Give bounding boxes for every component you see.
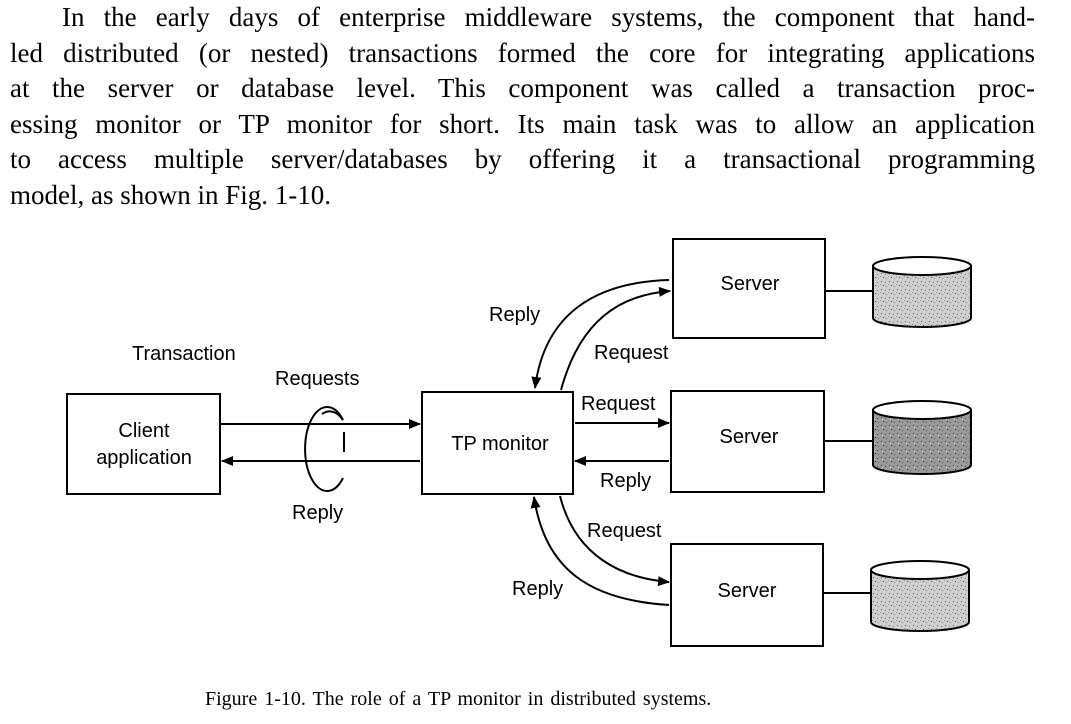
server-label: Server	[720, 426, 779, 448]
paragraph-line: led distributed (or nested) transactions…	[10, 37, 1035, 68]
client-application-box: Client application	[66, 393, 221, 495]
bottom-reply-label: Reply	[512, 578, 563, 600]
middle-reply-label: Reply	[600, 470, 651, 492]
database-icon	[823, 560, 970, 632]
server-box-middle: Server	[670, 390, 825, 493]
paragraph-line: to access multiple server/databases by o…	[10, 144, 1035, 174]
database-icon	[824, 400, 972, 475]
tp-monitor-label: TP monitor	[451, 433, 549, 455]
paragraph-line: In the early days of enterprise middlewa…	[62, 2, 1035, 32]
server-label: Server	[721, 273, 780, 295]
bottom-request-label: Request	[587, 520, 662, 542]
client-reply-label: Reply	[292, 502, 343, 524]
paragraph-line: model, as shown in Fig. 1-10.	[10, 179, 331, 210]
database-icon	[825, 256, 972, 328]
paragraph-line: essing monitor or TP monitor for short. …	[10, 108, 1035, 139]
server-box-bottom: Server	[670, 543, 824, 647]
transaction-label: Transaction	[132, 343, 236, 365]
middle-request-label: Request	[581, 393, 656, 415]
paragraph-line: at the server or database level. This co…	[10, 73, 1035, 103]
top-reply-label: Reply	[489, 304, 540, 326]
transaction-loop-icon	[304, 406, 345, 492]
reply-arrow-bottom	[530, 496, 670, 606]
reply-arrow-top	[531, 279, 670, 389]
body-paragraph: In the early days of enterprise middlewa…	[10, 0, 1035, 213]
figure-caption: Figure 1-10. The role of a TP monitor in…	[205, 688, 712, 710]
top-request-label: Request	[594, 342, 669, 364]
requests-label: Requests	[275, 368, 360, 390]
request-arrow-bottom	[559, 495, 670, 587]
tp-monitor-box: TP monitor	[421, 391, 574, 495]
client-label-line2: application	[96, 447, 192, 469]
request-arrow-top	[560, 286, 671, 391]
server-label: Server	[718, 580, 777, 602]
client-label-line1: Client	[118, 420, 170, 442]
server-box-top: Server	[672, 238, 826, 339]
